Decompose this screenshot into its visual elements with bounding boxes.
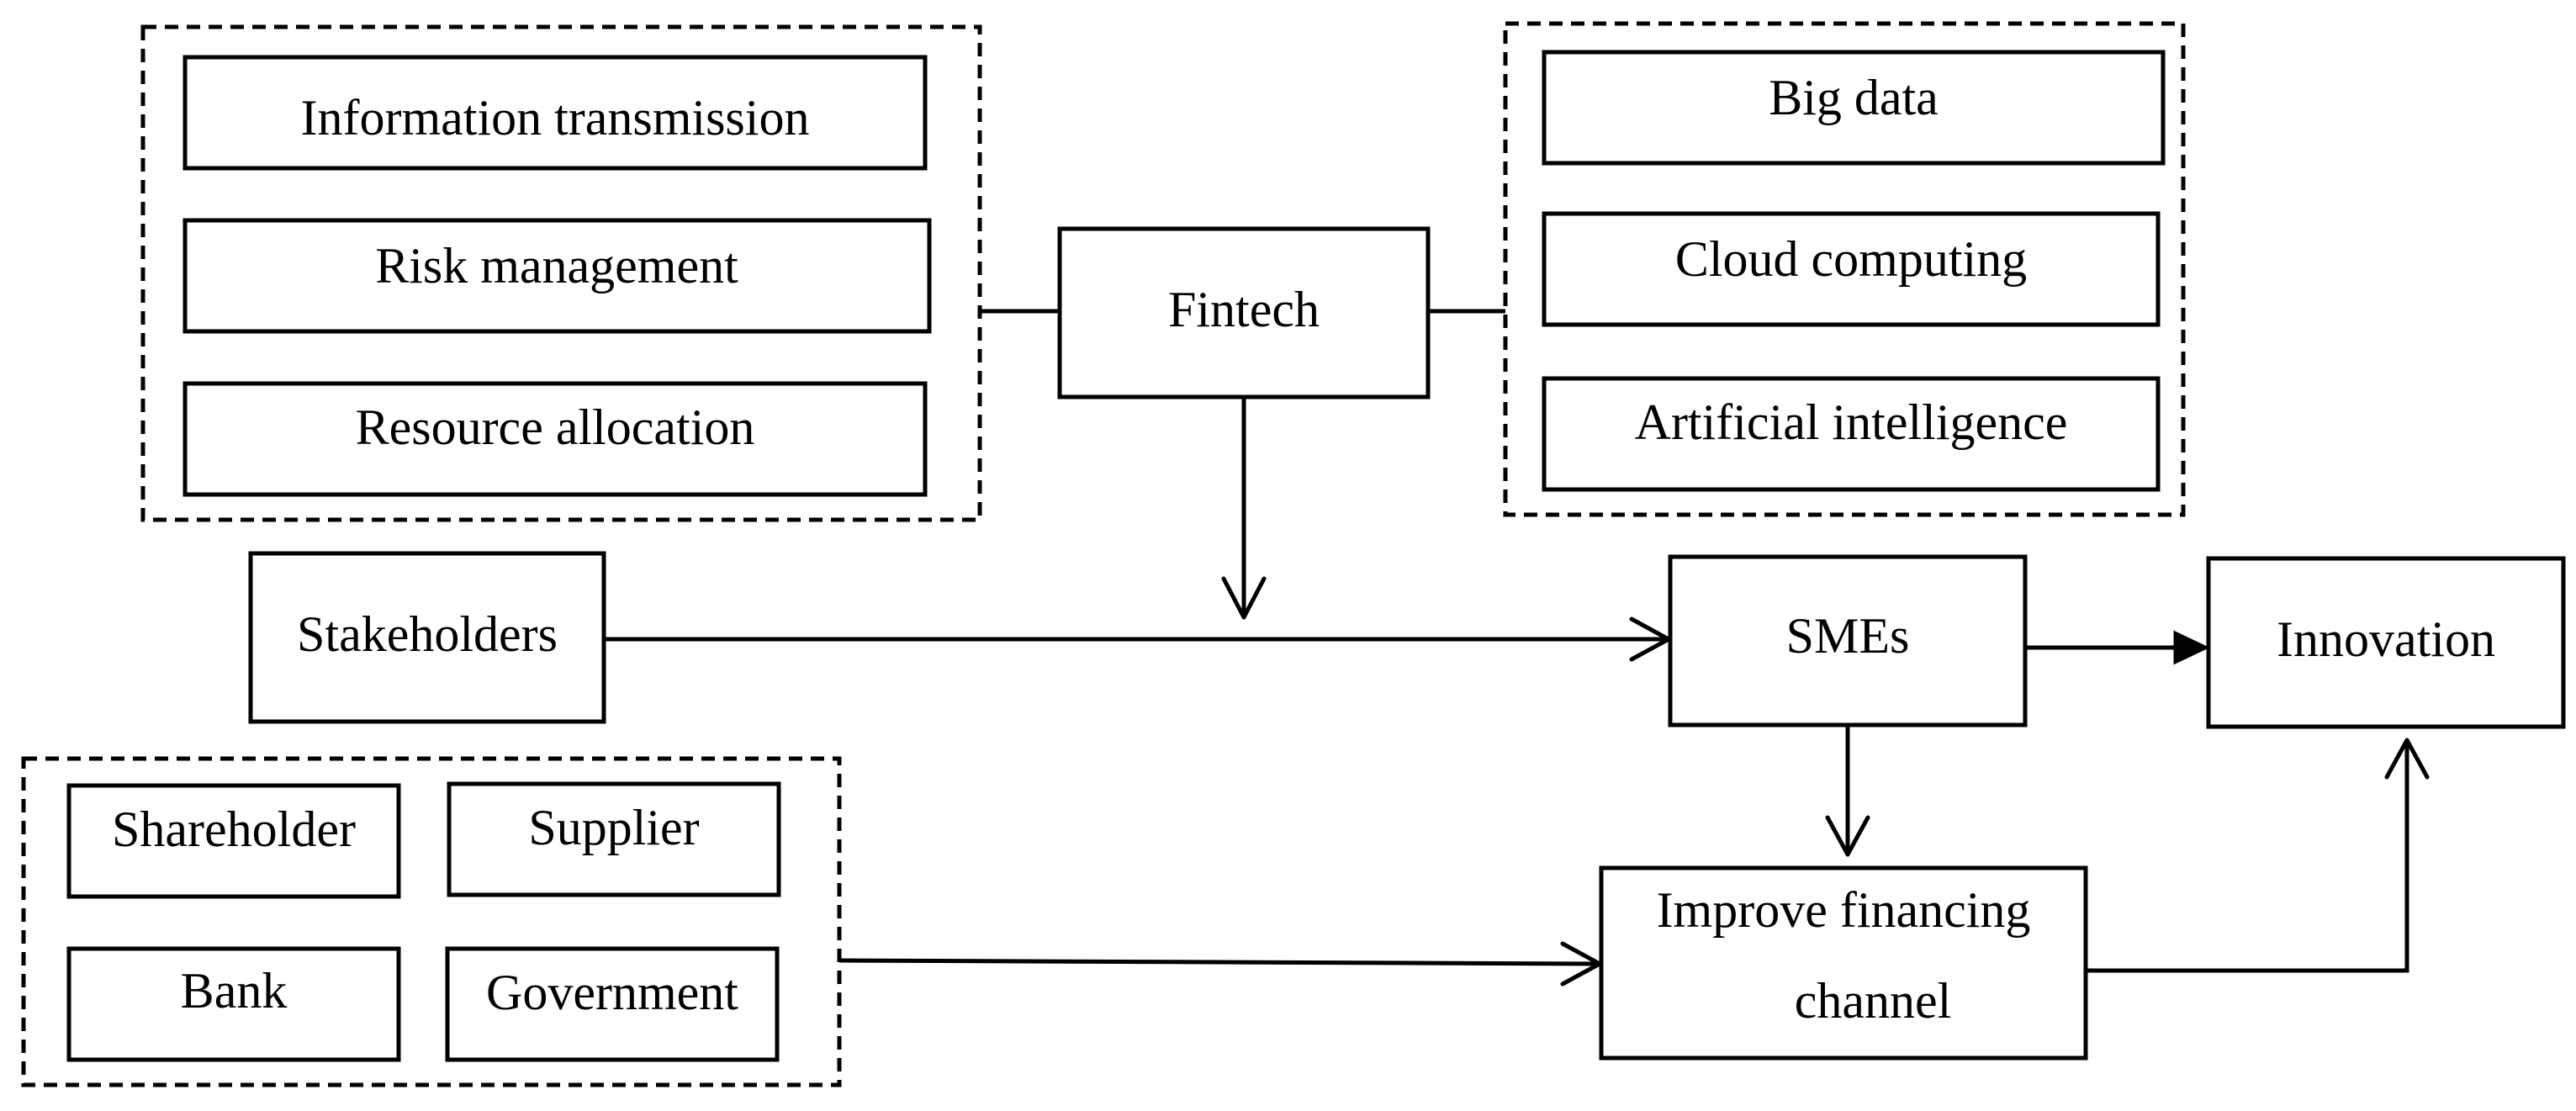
fintech-label: Fintech (1168, 282, 1320, 337)
innovation-box: Innovation (2206, 556, 2566, 729)
fintech-box: Fintech (1057, 226, 1431, 399)
artificial-intelligence-box: Artificial intelligence (1542, 376, 2161, 492)
smes-box: SMEs (1668, 554, 2028, 727)
financing-to-innovation-arrowhead (2384, 738, 2430, 780)
stakeholder-types-to-financing-arrowhead (1560, 941, 1602, 987)
technologies-group (1503, 21, 2186, 517)
artificial-intelligence-label: Artificial intelligence (1635, 394, 2068, 450)
smes-to-innovation-arrowhead (2173, 630, 2210, 665)
bank-label: Bank (181, 963, 288, 1018)
shareholder-box: Shareholder (66, 783, 401, 899)
cloud-computing-label: Cloud computing (1675, 231, 2027, 287)
resource-allocation-label: Resource allocation (356, 399, 755, 455)
information-transmission-box: Information transmission (182, 55, 928, 171)
improve-financing-channel-box: Improve financing channel (1599, 865, 2088, 1061)
risk-management-label: Risk management (375, 238, 738, 294)
stakeholder-types-group (21, 756, 842, 1087)
innovation-label: Innovation (2277, 611, 2495, 667)
stakeholders-box: Stakeholders (248, 551, 606, 724)
improve-financing-channel-label-line-2: channel (1795, 973, 1952, 1029)
smes-label: SMEs (1786, 608, 1910, 664)
shareholder-label: Shareholder (112, 802, 356, 857)
smes-to-financing-arrowhead (1825, 815, 1870, 857)
information-transmission-label: Information transmission (301, 90, 810, 145)
risk-management-box: Risk management (182, 218, 932, 334)
stakeholder-types-to-financing-arrow-line (838, 958, 1600, 966)
resource-allocation-box: Resource allocation (182, 381, 928, 497)
big-data-box: Big data (1542, 50, 2166, 166)
big-data-label: Big data (1769, 70, 1939, 125)
supplier-box: Supplier (447, 781, 781, 897)
government-box: Government (445, 946, 780, 1062)
stakeholders-label: Stakeholders (297, 606, 558, 662)
fintech-down-arrowhead (1221, 576, 1267, 620)
cloud-computing-box: Cloud computing (1542, 211, 2161, 327)
financing-to-innovation-arrow-line (2086, 740, 2409, 973)
improve-financing-channel-label-line-1: Improve financing (1657, 882, 2031, 938)
bank-box: Bank (66, 946, 401, 1062)
government-label: Government (486, 965, 738, 1020)
functions-group (140, 24, 982, 522)
supplier-label: Supplier (528, 800, 699, 855)
